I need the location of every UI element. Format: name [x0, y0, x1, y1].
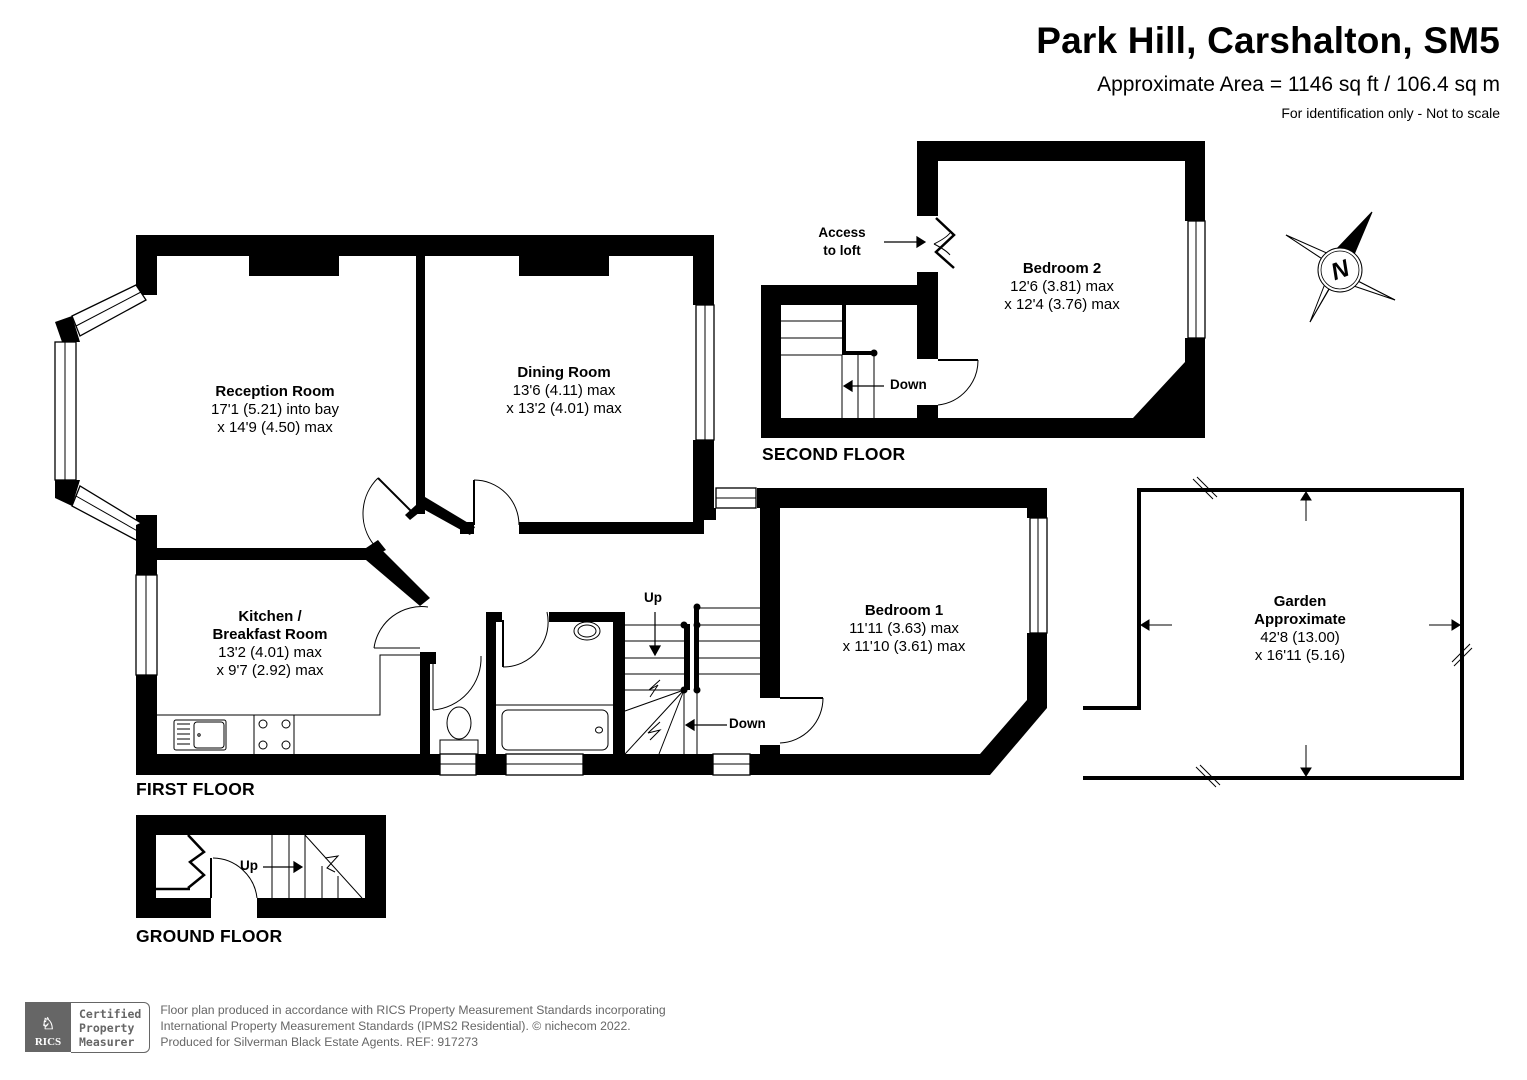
room-name: Approximate — [1254, 611, 1346, 628]
room-name: Bedroom 1 — [864, 602, 944, 619]
scale-note: For identification only - Not to scale — [1281, 105, 1500, 121]
room-name: Garden — [1273, 593, 1327, 610]
garden-plan — [1083, 488, 1464, 780]
cert-line-3: Measurer — [79, 1034, 135, 1049]
room-dimension: x 9'7 (2.92) max — [216, 662, 324, 679]
second-floor-down-label: Down — [890, 377, 927, 392]
room-dimension: x 12'4 (3.76) max — [1004, 296, 1120, 313]
room-dimension: 12'6 (3.81) max — [1010, 278, 1114, 295]
first-floor-fixtures — [157, 477, 824, 756]
room-dimension: x 16'11 (5.16) — [1254, 647, 1346, 664]
room-bedroom-2: Bedroom 2 12'6 (3.81) max x 12'4 (3.76) … — [1004, 260, 1119, 314]
room-dimension: x 14'9 (4.50) max — [217, 419, 333, 436]
room-dimension: 13'6 (4.11) max — [512, 382, 616, 399]
footer-line-3: Produced for Silverman Black Estate Agen… — [160, 1035, 479, 1049]
ground-floor-label: GROUND FLOOR — [136, 926, 283, 946]
first-floor-down-label: Down — [729, 716, 766, 731]
ground-floor-plan — [136, 815, 386, 918]
room-dimension: 17'1 (5.21) into bay — [211, 401, 339, 418]
cert-line-2: Property — [79, 1020, 135, 1035]
second-floor-label: SECOND FLOOR — [762, 444, 906, 464]
ground-floor-up-label: Up — [240, 858, 258, 873]
footer-disclaimer: Floor plan produced in accordance with R… — [160, 1002, 665, 1050]
rics-badge: ♘ RICS Certified Property Measurer — [25, 1002, 151, 1053]
footer: ♘ RICS Certified Property Measurer Floor… — [25, 1002, 666, 1053]
approximate-area: Approximate Area = 1146 sq ft / 106.4 sq… — [1097, 73, 1500, 96]
room-bedroom-1: Bedroom 1 11'11 (3.63) max x 11'10 (3.61… — [843, 602, 966, 656]
garden-arrows — [1140, 476, 1473, 788]
certified-measurer-badge: Certified Property Measurer — [71, 1002, 151, 1053]
first-floor-label: FIRST FLOOR — [136, 779, 255, 799]
room-name: Bedroom 2 — [1022, 260, 1102, 277]
room-dimension: 13'2 (4.01) max — [218, 644, 322, 661]
second-floor-plan — [761, 141, 1206, 438]
room-garden: Garden Approximate 42'8 (13.00) x 16'11 … — [1254, 593, 1346, 665]
room-name: Reception Room — [215, 383, 335, 400]
rics-logo: ♘ RICS — [25, 1002, 71, 1052]
room-reception: Reception Room 17'1 (5.21) into bay x 14… — [211, 383, 339, 437]
access-line-1: Access — [818, 225, 866, 240]
room-name: Breakfast Room — [212, 626, 328, 643]
access-to-loft-label: Access to loft — [810, 224, 874, 260]
room-dimension: x 13'2 (4.01) max — [506, 400, 622, 417]
footer-line-2: International Property Measurement Stand… — [160, 1019, 631, 1033]
room-dining: Dining Room 13'6 (4.11) max x 13'2 (4.01… — [506, 364, 621, 418]
room-dimension: 42'8 (13.00) — [1260, 629, 1340, 646]
second-floor-fixtures — [781, 217, 979, 418]
room-name: Kitchen / — [238, 608, 302, 625]
ground-floor-fixtures — [156, 834, 363, 899]
property-title: Park Hill, Carshalton, SM5 — [1036, 20, 1500, 61]
room-name: Dining Room — [517, 364, 611, 381]
rics-logo-text: RICS — [34, 1036, 62, 1048]
room-dimension: 11'11 (3.63) max — [849, 620, 959, 637]
compass-icon: N — [1285, 211, 1396, 323]
first-floor-plan — [54, 235, 1048, 776]
access-line-2: to loft — [823, 243, 861, 258]
room-kitchen: Kitchen / Breakfast Room 13'2 (4.01) max… — [212, 608, 327, 680]
first-floor-up-label: Up — [644, 590, 662, 605]
arrows — [263, 235, 927, 874]
cert-line-1: Certified — [79, 1006, 142, 1021]
room-dimension: x 11'10 (3.61) max — [842, 638, 966, 655]
footer-line-1: Floor plan produced in accordance with R… — [160, 1003, 666, 1017]
header: Park Hill, Carshalton, SM5 Approximate A… — [1036, 18, 1500, 122]
lion-icon: ♘ — [40, 1016, 56, 1033]
